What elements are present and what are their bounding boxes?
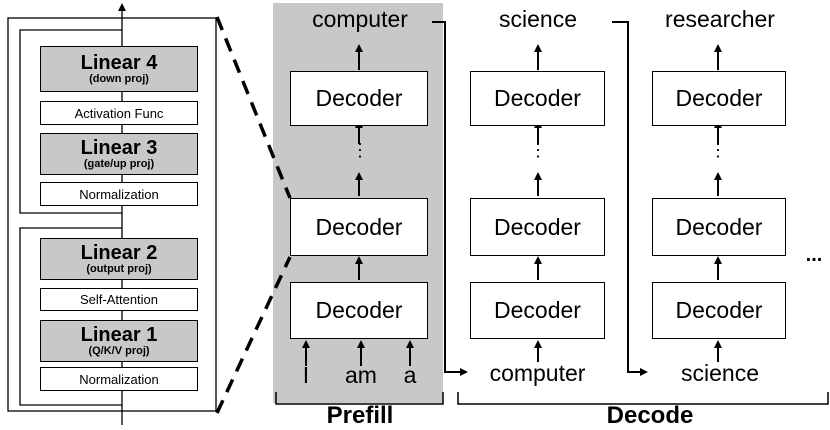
layer-outer-frame [7, 17, 217, 412]
normalization-top-block: Normalization [40, 182, 198, 206]
decode2-output-token: researcher [665, 6, 775, 32]
prefill-vdots: ⋮ [351, 140, 369, 160]
prefill-input-token-1: I [302, 362, 310, 388]
decode1-decoder-bottom: Decoder [470, 282, 605, 339]
linear3-title: Linear 3 [80, 137, 158, 159]
decode2-decoder-middle: Decoder [652, 198, 786, 256]
linear2-block: Linear 2 (output proj) [40, 238, 198, 280]
decode1-decoder-top: Decoder [470, 71, 605, 126]
linear2-subtitle: (output proj) [86, 263, 152, 275]
linear4-title: Linear 4 [80, 52, 158, 74]
decode-brace [457, 392, 829, 405]
prefill-label: Prefill [326, 402, 394, 429]
linear1-block: Linear 1 (Q/K/V proj) [40, 320, 198, 362]
activation-block: Activation Func [40, 101, 198, 125]
decode1-vdots: ⋮ [529, 140, 547, 160]
prefill-decoder-bottom: Decoder [290, 282, 428, 339]
decode2-input-token: science [681, 360, 759, 386]
decode1-output-token: science [499, 6, 577, 32]
prefill-output-token: computer [312, 6, 408, 32]
decode1-input-token: computer [489, 360, 586, 386]
linear1-subtitle: (Q/K/V proj) [88, 345, 150, 357]
self-attention-block: Self-Attention [40, 288, 198, 311]
prefill-decoder-middle: Decoder [290, 198, 428, 256]
linear4-block: Linear 4 (down proj) [40, 46, 198, 92]
linear2-title: Linear 2 [80, 242, 158, 264]
decode-label: Decode [606, 402, 694, 429]
decode-ellipsis: ... [805, 244, 823, 266]
prefill-input-token-2: am [345, 362, 377, 388]
prefill-brace [275, 392, 444, 405]
decode2-decoder-top: Decoder [652, 71, 786, 126]
linear4-subtitle: (down proj) [89, 73, 149, 85]
normalization-bottom-block: Normalization [40, 367, 198, 391]
linear3-subtitle: (gate/up proj) [83, 158, 155, 170]
linear1-title: Linear 1 [80, 324, 158, 346]
decode2-decoder-bottom: Decoder [652, 282, 786, 339]
decode1-decoder-middle: Decoder [470, 198, 605, 256]
linear3-block: Linear 3 (gate/up proj) [40, 133, 198, 175]
prefill-input-token-3: a [403, 362, 417, 388]
prefill-decoder-top: Decoder [290, 71, 428, 126]
decode2-vdots: ⋮ [709, 140, 727, 160]
